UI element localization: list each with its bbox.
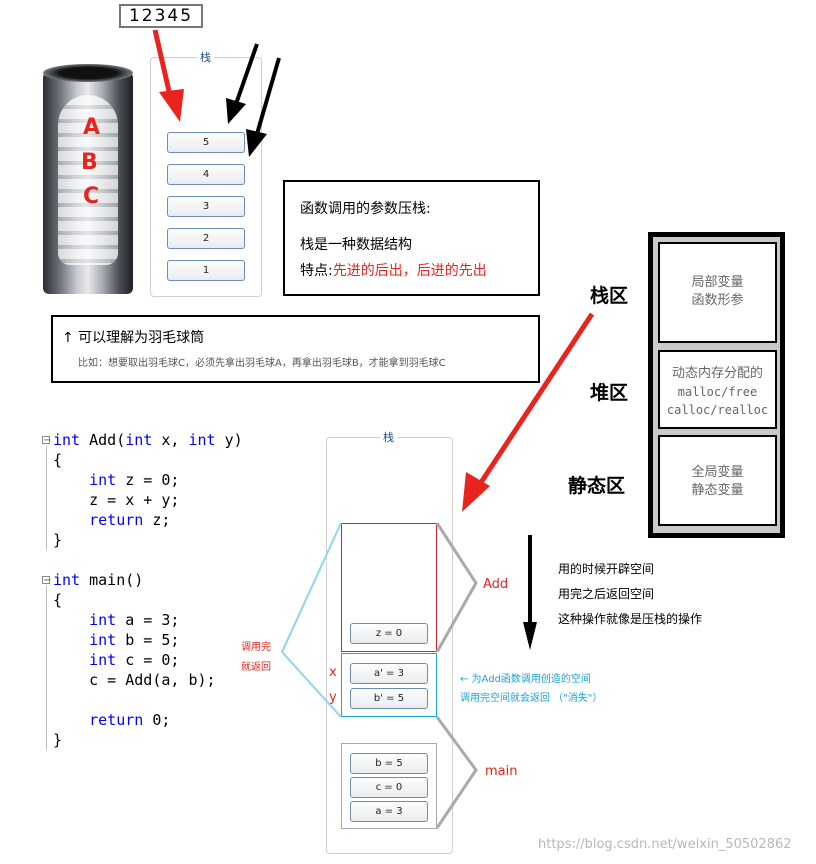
memory-static-label: 静态区 — [568, 475, 626, 497]
param-label-x: x — [329, 665, 337, 680]
param-b[interactable]: b' = 5 — [350, 688, 428, 709]
push-note-line1: 用的时候开辟空间 — [558, 562, 655, 576]
fold-toggle-main[interactable]: − — [42, 575, 52, 586]
fold-toggle-add[interactable]: − — [42, 435, 52, 446]
memory-heap-cell: 动态内存分配的 malloc/free calloc/realloc — [658, 350, 777, 429]
code-main-line: int a = 3; — [89, 611, 180, 629]
shuttle-note-example: 比如：想要取出羽毛球C，必须先拿出羽毛球A，再拿出羽毛球B，才能拿到羽毛球C — [78, 358, 446, 369]
tube-letter-c: C — [83, 184, 100, 209]
space-note-line2: 调用完空间就会返回 （"消失"） — [460, 693, 603, 704]
memory-heap-label: 堆区 — [590, 382, 629, 404]
memory-stack-label: 栈区 — [590, 285, 629, 307]
main-var-b[interactable]: b = 5 — [350, 753, 428, 774]
memory-static-cell: 全局变量 静态变量 — [658, 435, 777, 526]
top-stack-title: 栈 — [197, 49, 214, 65]
code-add-signature: int Add(int x, int y) — [53, 431, 243, 449]
memory-stack-cell: 局部变量 函数形参 — [658, 242, 777, 343]
shuttle-note-box: ↑ 可以理解为羽毛球筒 比如：想要取出羽毛球C，必须先拿出羽毛球A，再拿出羽毛球… — [51, 315, 540, 383]
code-gutter-add — [46, 446, 47, 550]
push-notes: 用的时候开辟空间 用完之后返回空间 这种操作就像是压栈的操作 — [558, 557, 702, 632]
watermark: https://blog.csdn.net/weixin_50502862 — [538, 837, 792, 852]
desc-feature-label: 特点: — [300, 263, 333, 279]
tube-opening — [43, 64, 133, 82]
code-add-line: { — [53, 451, 63, 469]
returned-note-line1: 调用完 — [241, 642, 271, 653]
returned-note: 调用完 就返回 — [241, 638, 271, 678]
code-main-line: return 0; — [89, 711, 171, 729]
returned-note-line2: 就返回 — [241, 662, 271, 673]
desc-feature-value: 先进的后出，后进的先出 — [332, 263, 487, 279]
shuttle-note-headline: ↑ 可以理解为羽毛球筒 — [62, 330, 205, 346]
stack-item-2[interactable]: 2 — [167, 228, 245, 249]
push-note-line3: 这种操作就像是压栈的操作 — [558, 612, 703, 626]
main-frame-label: main — [485, 764, 518, 779]
code-main-line: c = Add(a, b); — [53, 671, 216, 689]
mem-heap-line1: 动态内存分配的 — [671, 366, 763, 381]
param-a[interactable]: a' = 3 — [350, 663, 428, 684]
tube-shuttles — [58, 95, 118, 265]
sequence-box: 12345 — [119, 4, 203, 28]
param-label-y: y — [329, 690, 337, 705]
main-var-c[interactable]: c = 0 — [350, 777, 428, 798]
red-diagonal-arrowhead-icon — [462, 472, 490, 512]
mem-static-line1: 全局变量 — [691, 465, 744, 480]
space-note-line1: ← 为Add函数调用创造的空间 — [460, 674, 591, 685]
stack-item-3[interactable]: 3 — [167, 196, 245, 217]
desc-feature: 特点:先进的后出，后进的先出 — [300, 260, 487, 280]
push-note-line2: 用完之后返回空间 — [558, 587, 655, 601]
code-add-line: int z = 0; — [89, 471, 180, 489]
desc-line1: 栈是一种数据结构 — [300, 237, 412, 253]
code-main-line: { — [53, 591, 63, 609]
mem-static-line2: 静态变量 — [691, 483, 744, 498]
bottom-stack-title: 栈 — [380, 429, 397, 445]
stack-description-box: 函数调用的参数压栈: 栈是一种数据结构 特点:先进的后出，后进的先出 — [283, 180, 540, 296]
code-main-line: int b = 5; — [89, 631, 180, 649]
code-add-line: return z; — [89, 511, 171, 529]
tube-letter-b: B — [81, 150, 98, 175]
desc-title: 函数调用的参数压栈: — [300, 201, 431, 217]
mem-stack-line1: 局部变量 — [691, 275, 744, 290]
code-add-line: z = x + y; — [53, 491, 180, 509]
add-var-z[interactable]: z = 0 — [350, 623, 428, 644]
code-main-signature: int main() — [53, 571, 144, 589]
code-gutter-main — [46, 586, 47, 750]
tube-letter-a: A — [83, 115, 101, 140]
down-arrowhead-icon — [523, 622, 537, 650]
stack-item-5[interactable]: 5 — [167, 132, 245, 153]
code-add-line: } — [53, 531, 63, 549]
main-var-a[interactable]: a = 3 — [350, 801, 428, 822]
mem-heap-line2: malloc/free — [677, 385, 758, 399]
code-main-line: int c = 0; — [89, 651, 180, 669]
mem-stack-line2: 函数形参 — [691, 293, 744, 308]
mem-heap-line3: calloc/realloc — [666, 403, 769, 417]
stack-item-4[interactable]: 4 — [167, 164, 245, 185]
space-note: ← 为Add函数调用创造的空间 调用完空间就会返回 （"消失"） — [460, 670, 602, 708]
code-main-line: } — [53, 731, 63, 749]
add-frame-label: Add — [483, 577, 509, 592]
stack-item-1[interactable]: 1 — [167, 260, 245, 281]
